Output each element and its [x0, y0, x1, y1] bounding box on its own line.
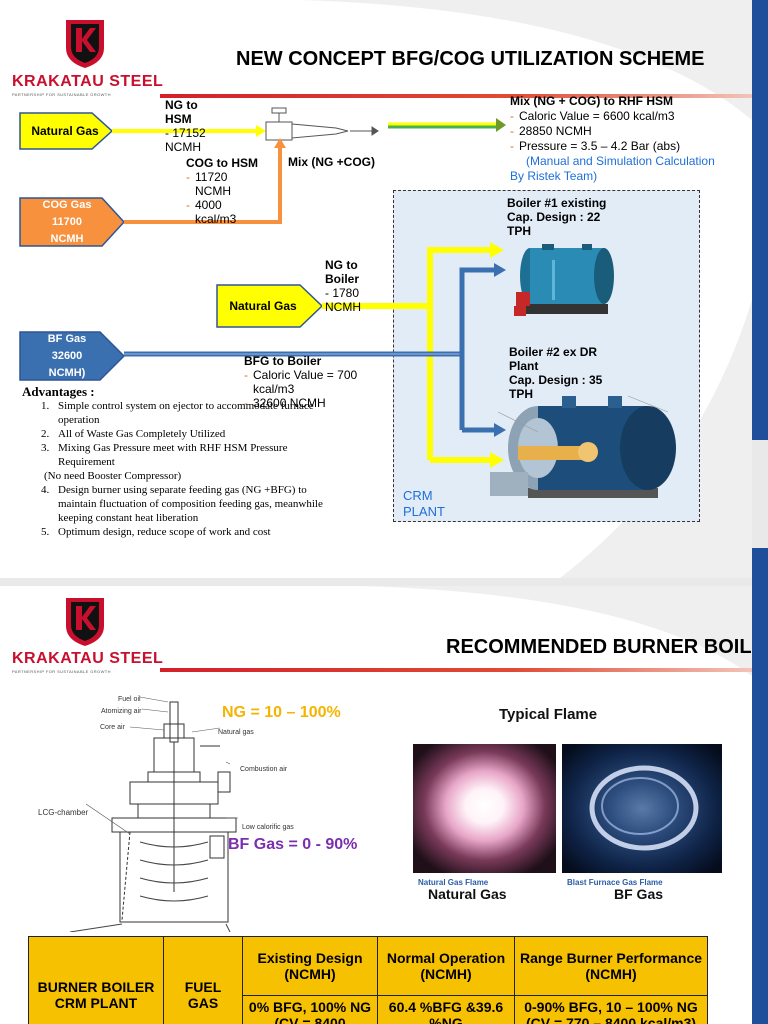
ng-to-hsm-label: NG to HSM - 17152 NCMH	[165, 98, 225, 154]
brand-tagline: PARTNERSHIP FOR SUSTAINABLE GROWTH	[12, 669, 111, 674]
table-cell-existing: 0% BFG, 100% NG (CV = 8400	[243, 995, 378, 1024]
cog-to-hsm-label: COG to HSM -11720 NCMH -4000 kcal/m3	[186, 156, 276, 226]
label-fuel-oil: Fuel oil	[118, 696, 141, 703]
krakatau-steel-logo	[62, 596, 108, 648]
advantages-title: Advantages :	[22, 385, 330, 399]
slide-recommended-burner: KRAKATAU STEEL PARTNERSHIP FOR SUSTAINAB…	[0, 586, 752, 1024]
label-combustion-air: Combustion air	[240, 766, 287, 773]
cog-gas-label: COG Gas 11700 NCMH	[20, 196, 114, 248]
table-cell-burner-boiler: BURNER BOILER CRM PLANT	[29, 937, 164, 1024]
advantage-item: Mixing Gas Pressure meet with RHF HSM Pr…	[52, 441, 330, 469]
boiler1-label: Boiler #1 existing Cap. Design : 22 TPH	[507, 196, 606, 238]
label-core-air: Core air	[100, 724, 125, 731]
label-lcg-chamber: LCG-chamber	[38, 808, 88, 817]
table-head-existing: Existing Design (NCMH)	[243, 937, 378, 996]
bf-range: BF Gas = 0 - 90%	[228, 836, 357, 854]
natural-gas-caption: Natural Gas	[428, 886, 507, 902]
table-cell-fuel-gas: FUEL GAS	[164, 937, 243, 1024]
bf-gas-caption: BF Gas	[614, 886, 663, 902]
mix-label: Mix (NG +COG)	[288, 155, 375, 169]
table-head-normal: Normal Operation (NCMH)	[378, 937, 515, 996]
advantage-note: (No need Booster Compressor)	[0, 469, 330, 483]
advantage-item: Design burner using separate feeding gas…	[52, 483, 330, 525]
title-underline	[160, 668, 752, 672]
advantage-item: Simple control system on ejector to acco…	[52, 399, 330, 427]
slide-title: RECOMMENDED BURNER BOIL	[446, 636, 752, 659]
advantage-item: All of Waste Gas Completely Utilized	[52, 427, 330, 441]
typical-flame-title: Typical Flame	[499, 706, 597, 723]
slide-utilization-scheme: KRAKATAU STEEL PARTNERSHIP FOR SUSTAINAB…	[0, 0, 752, 578]
crm-plant-label: CRM PLANT	[403, 488, 445, 520]
bf-gas-flame-image	[562, 744, 722, 873]
boiler1-image	[512, 244, 618, 320]
ng-range: NG = 10 – 100%	[222, 704, 341, 722]
table-head-range: Range Burner Performance (NCMH)	[515, 937, 708, 996]
label-natural-gas: Natural gas	[218, 729, 254, 736]
ng-to-boiler-label: NG to Boiler - 1780 NCMH	[325, 258, 385, 314]
boiler2-image	[478, 392, 690, 520]
edge-bar-top	[752, 0, 768, 440]
label-atomizing-air: Atomizing air	[101, 708, 141, 715]
burner-performance-table: BURNER BOILER CRM PLANT FUEL GAS Existin…	[28, 936, 708, 1024]
ejector-icon	[266, 108, 378, 140]
brand-name: KRAKATAU STEEL	[12, 650, 163, 668]
natural-gas-top-label: Natural Gas	[20, 113, 110, 149]
natural-gas-mid-label: Natural Gas	[217, 285, 309, 327]
bf-gas-label: BF Gas 32600 NCMH)	[20, 330, 114, 382]
table-cell-normal: 60.4 %BFG &39.6 %NG	[378, 995, 515, 1024]
edge-bar-bottom	[752, 548, 768, 1024]
mix-rhf-label: Mix (NG + COG) to RHF HSM -Caloric Value…	[510, 94, 746, 184]
advantages-list: Advantages : Simple control system on ej…	[0, 385, 330, 539]
label-low-calorific-gas: Low calorific gas	[242, 824, 294, 831]
natural-gas-flame-image	[413, 744, 556, 873]
table-cell-range: 0-90% BFG, 10 – 100% NG (CV = 770 – 8400…	[515, 995, 708, 1024]
advantage-item: Optimum design, reduce scope of work and…	[52, 525, 330, 539]
